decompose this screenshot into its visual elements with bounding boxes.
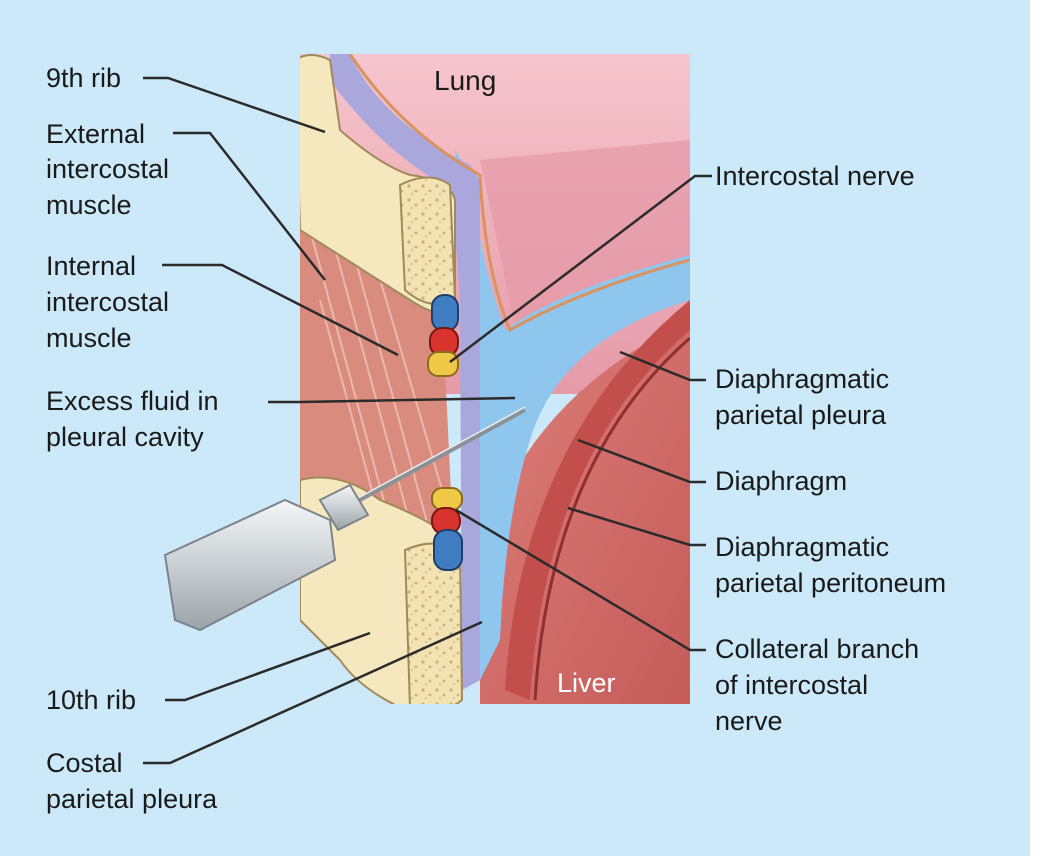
- rib-10-marrow: [403, 542, 464, 704]
- pleural-fluid: [455, 150, 690, 680]
- leader-nerve: [449, 174, 712, 363]
- label-diaphragm: Diaphragm: [715, 466, 848, 496]
- needle: [359, 408, 526, 502]
- label-lung: Lung: [434, 65, 497, 96]
- parietal-pleura-strip: [330, 54, 480, 690]
- nerve-upper: [427, 351, 459, 377]
- label-9th-rib: 9th rib: [46, 63, 122, 93]
- leader-diaphragm: [577, 438, 706, 484]
- leader-external: [173, 131, 326, 281]
- leader-fluid: [268, 396, 516, 404]
- vein-lower: [433, 529, 463, 571]
- label-10th-rib: 10th rib: [46, 685, 137, 715]
- syringe-barrel: [163, 498, 337, 632]
- leader-rib10: [165, 631, 371, 702]
- leader-internal: [162, 263, 399, 357]
- label-intercostal-nerve: Intercostal nerve: [715, 161, 915, 191]
- nerve-lower: [431, 487, 463, 511]
- diaphragm-band: [505, 300, 690, 700]
- leader-lines: [143, 76, 712, 765]
- leader-diaph-pleura: [619, 350, 706, 382]
- leader-rib9: [143, 76, 326, 134]
- leader-peritoneum: [567, 506, 706, 547]
- rib-9-marrow: [398, 176, 457, 306]
- syringe-hub: [318, 483, 370, 532]
- diaphragm-peritoneum-line: [533, 336, 690, 701]
- leader-collateral: [455, 508, 706, 652]
- leader-costal: [143, 620, 483, 765]
- lung-pleura-edge: [348, 54, 690, 333]
- syringe: [163, 406, 526, 632]
- label-liver: Liver: [557, 668, 616, 698]
- vein-upper: [431, 294, 459, 332]
